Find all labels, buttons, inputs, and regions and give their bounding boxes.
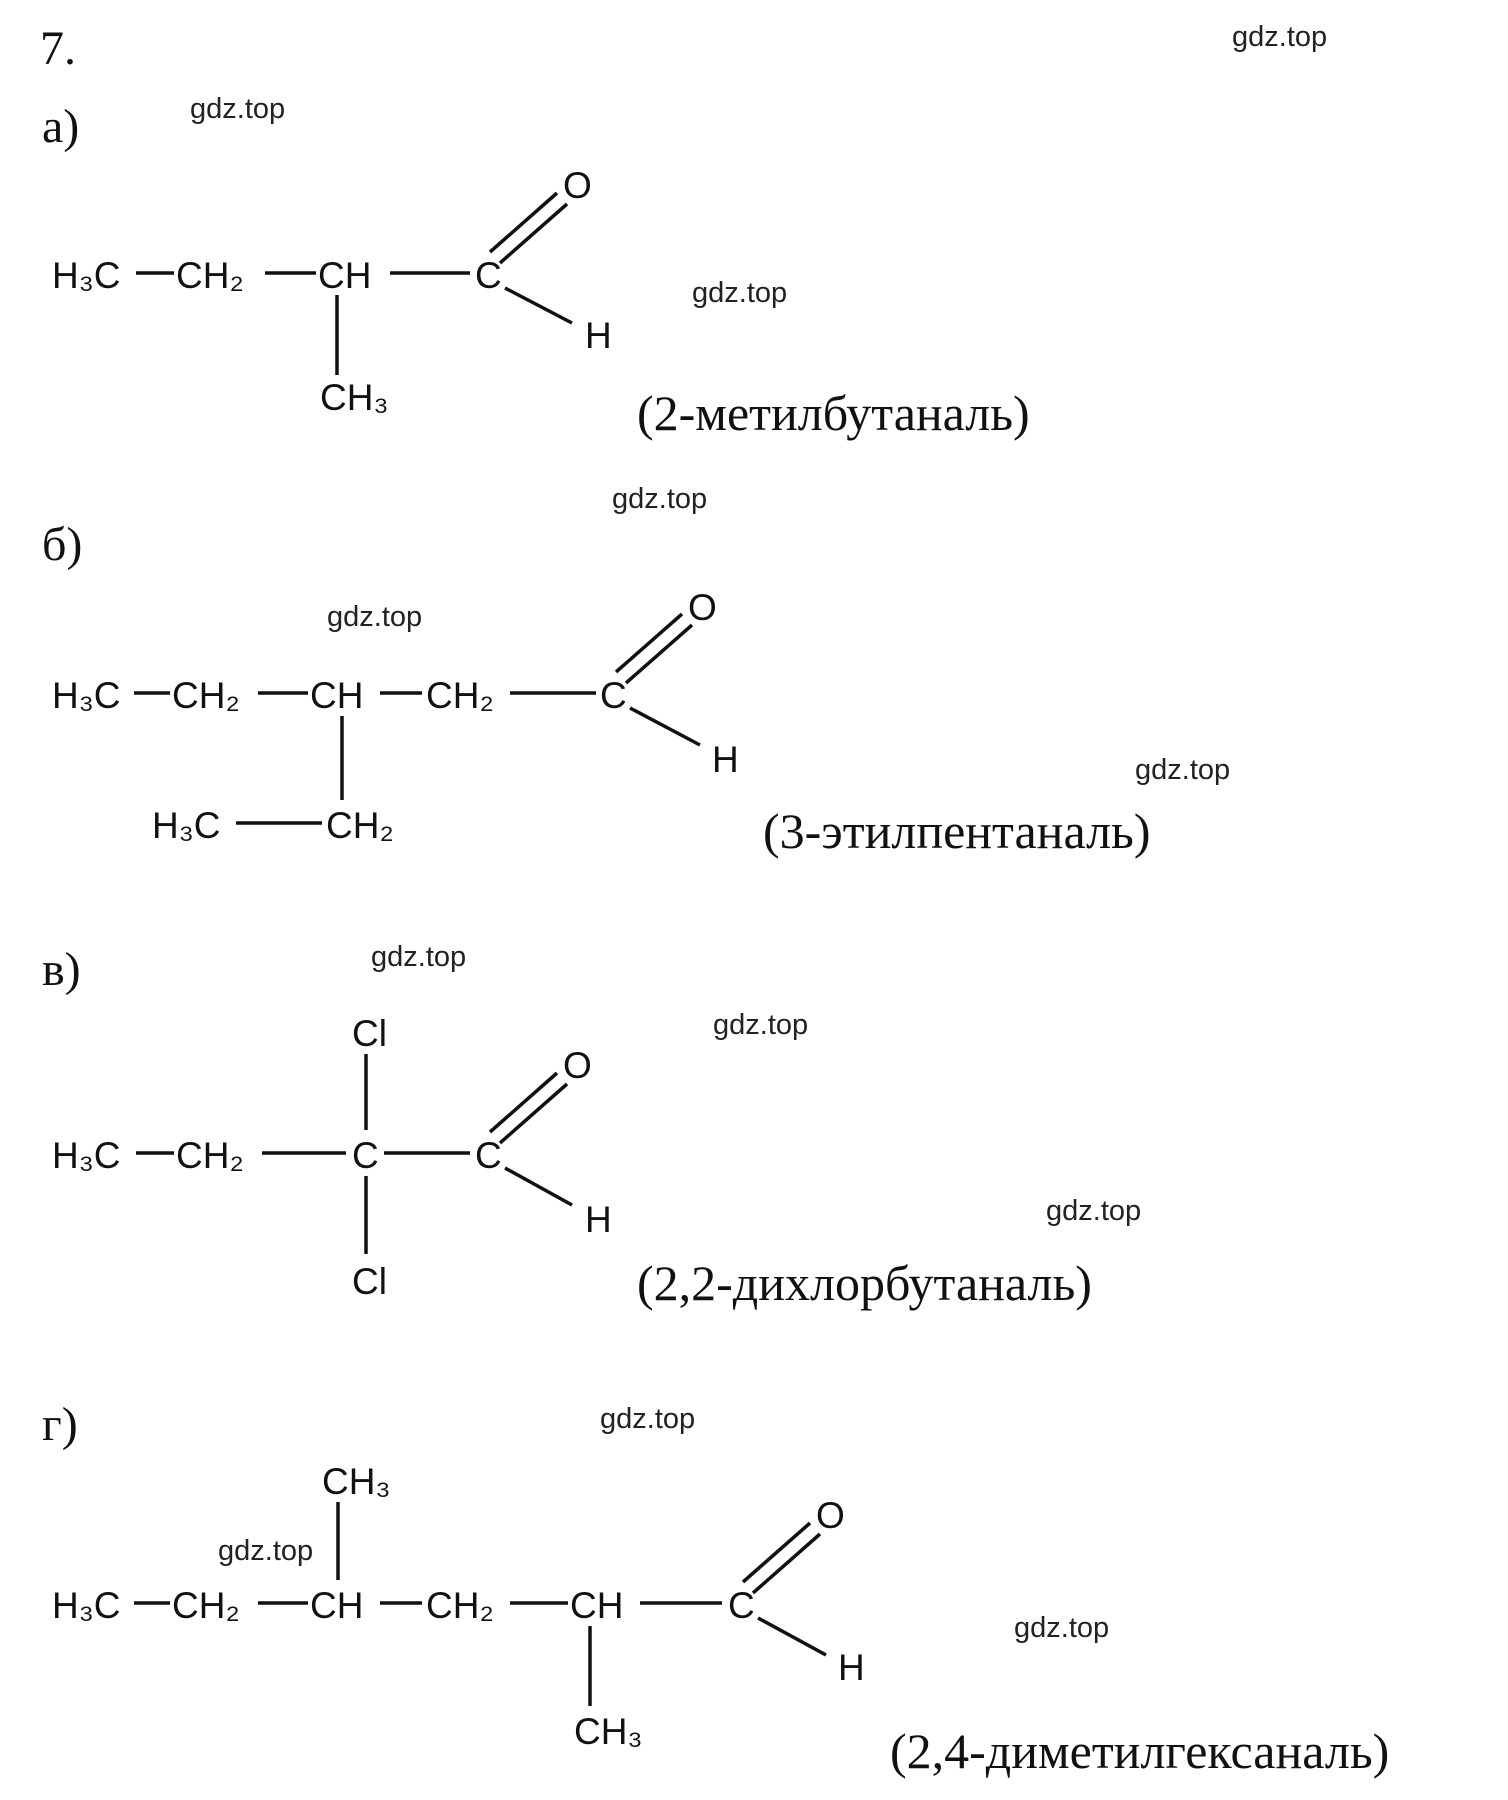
atom-methyl-top: CH₃: [322, 1461, 391, 1502]
atom-c1: H₃C: [52, 675, 121, 716]
atom-c2: CH₂: [176, 1135, 244, 1176]
atom-oxygen: O: [816, 1495, 845, 1536]
atom-hydrogen: H: [712, 739, 739, 780]
atom-aldehyde-c: C: [475, 255, 502, 296]
atom-hydrogen: H: [585, 315, 612, 356]
double-bond: [614, 612, 684, 674]
watermark: gdz.top: [190, 93, 285, 125]
watermarks: gdz.top gdz.top gdz.top gdz.top gdz.top …: [190, 21, 1327, 1644]
watermark: gdz.top: [612, 483, 707, 515]
watermark: gdz.top: [1232, 21, 1327, 53]
atom-oxygen: O: [563, 165, 592, 206]
double-bond: [498, 1082, 569, 1145]
atom-hydrogen: H: [585, 1199, 612, 1240]
watermark: gdz.top: [692, 277, 787, 309]
atom-hydrogen: H: [838, 1647, 865, 1688]
compound-name: (2-метилбутаналь): [637, 385, 1030, 441]
atom-c3: CH: [310, 1585, 363, 1626]
part-label: б): [42, 518, 82, 571]
structural-formula: H₃C CH₂ CH CH₂ C O H H₃C CH₂: [52, 587, 739, 846]
double-bond: [741, 1521, 812, 1584]
watermark: gdz.top: [327, 601, 422, 633]
double-bond: [751, 1532, 822, 1595]
atom-methyl-substituent: CH₃: [320, 377, 389, 418]
double-bond: [488, 1071, 559, 1134]
part-label: а): [42, 100, 79, 153]
compound-name: (2,4-диметилгексаналь): [890, 1723, 1389, 1779]
part-c: в) Cl H₃C CH₂ C C O H Cl (2,2-дихлорбута…: [42, 943, 1092, 1311]
structural-formula: H₃C CH₂ CH C O H CH₃: [52, 165, 612, 418]
watermark: gdz.top: [1135, 754, 1230, 786]
atom-aldehyde-c: C: [728, 1585, 755, 1626]
atom-c1: H₃C: [52, 255, 121, 296]
watermark: gdz.top: [600, 1403, 695, 1435]
atom-oxygen: O: [688, 587, 717, 628]
atom-c3: CH: [318, 255, 371, 296]
atom-c2: CH₂: [172, 1585, 240, 1626]
atom-methyl-bottom: CH₃: [574, 1711, 643, 1752]
double-bond: [624, 623, 694, 685]
atom-aldehyde-c: C: [600, 675, 627, 716]
structural-formula: Cl H₃C CH₂ C C O H Cl: [52, 1013, 612, 1302]
part-a: а) H₃C CH₂ CH C O H CH₃ (2-метилбутаналь…: [42, 100, 1030, 441]
atom-c1: H₃C: [52, 1135, 121, 1176]
atom-c3: CH: [310, 675, 363, 716]
problem-number: 7.: [40, 22, 76, 75]
atom-c4: CH₂: [426, 675, 494, 716]
watermark: gdz.top: [218, 1535, 313, 1567]
atom-c2: CH₂: [176, 255, 244, 296]
part-b: б) H₃C CH₂ CH CH₂ C O H H₃C CH₂ (3-этилп…: [42, 518, 1150, 859]
atom-c4: CH₂: [426, 1585, 494, 1626]
part-label: в): [42, 943, 81, 996]
compound-name: (3-этилпентаналь): [763, 803, 1150, 859]
watermark: gdz.top: [1014, 1612, 1109, 1644]
bond: [629, 706, 701, 747]
bond: [504, 286, 573, 325]
atom-chlorine-bottom: Cl: [352, 1261, 387, 1302]
watermark: gdz.top: [1046, 1195, 1141, 1227]
atom-aldehyde-c: C: [475, 1135, 502, 1176]
watermark: gdz.top: [713, 1009, 808, 1041]
watermark: gdz.top: [371, 941, 466, 973]
double-bond: [488, 191, 559, 254]
part-d: г) CH₃ H₃C CH₂ CH CH₂ CH C O H CH₃ (2,4-…: [42, 1398, 1389, 1779]
double-bond: [498, 202, 569, 265]
bond: [504, 1166, 573, 1207]
atom-oxygen: O: [563, 1045, 592, 1086]
atom-ethyl-ch3: H₃C: [152, 805, 221, 846]
atom-c2: CH₂: [172, 675, 240, 716]
atom-ethyl-ch2: CH₂: [326, 805, 394, 846]
part-label: г): [42, 1398, 78, 1451]
atom-chlorine-top: Cl: [352, 1013, 387, 1054]
atom-c3: C: [352, 1135, 379, 1176]
structural-formula: CH₃ H₃C CH₂ CH CH₂ CH C O H CH₃: [52, 1461, 865, 1752]
atom-c5: CH: [570, 1585, 623, 1626]
atom-c1: H₃C: [52, 1585, 121, 1626]
compound-name: (2,2-дихлорбутаналь): [637, 1255, 1092, 1311]
bond: [757, 1616, 827, 1657]
